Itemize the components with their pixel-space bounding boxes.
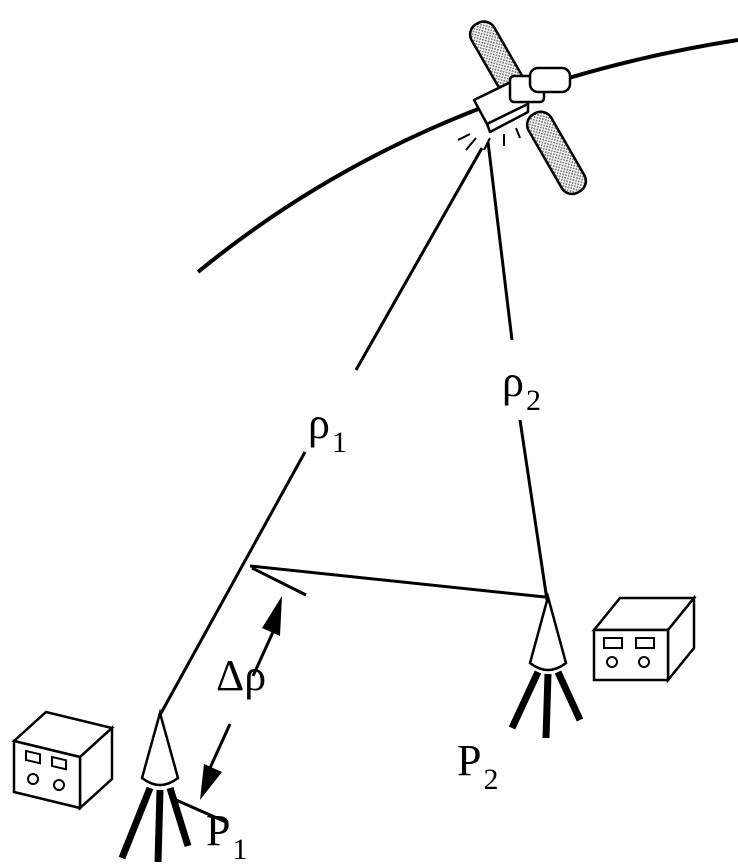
delta-rho-arrow	[200, 596, 282, 800]
range-line-rho1-lower	[158, 451, 307, 716]
range-line-rho2-lower	[518, 419, 549, 601]
receiver-box-p1-icon	[11, 710, 115, 811]
p2-label: P2	[457, 736, 498, 796]
delta-rho-tick-top	[251, 566, 307, 597]
delta-rho-label: Δρ	[216, 651, 266, 700]
orbit-arc	[196, 38, 738, 274]
antenna-p1-icon	[118, 708, 192, 863]
range-line-rho2-upper	[486, 141, 514, 341]
antenna-p2-icon	[508, 592, 584, 739]
delta-rho-tick-bottom	[175, 798, 227, 824]
rho1-label: ρ1	[308, 399, 347, 459]
p1-label: P1	[206, 806, 247, 864]
receiver-box-p2-icon	[591, 594, 697, 684]
satellite-icon	[457, 20, 588, 196]
range-line-rho1-upper	[354, 147, 484, 371]
perpendicular-line	[249, 564, 546, 599]
rho2-label: ρ2	[502, 357, 541, 417]
